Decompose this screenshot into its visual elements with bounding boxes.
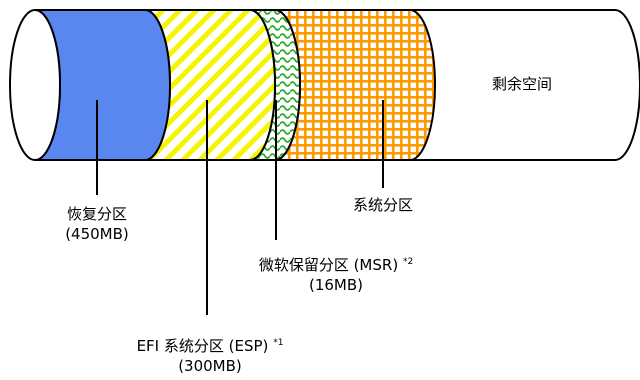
msr-size: (16MB)	[308, 276, 364, 294]
msr-name-line: 微软保留分区 (MSR) *2	[236, 255, 436, 275]
esp-note: *1	[273, 338, 284, 348]
recovery-name: 恢复分区	[66, 205, 127, 223]
esp-name-line: EFI 系统分区 (ESP) *1	[80, 336, 340, 356]
system-label: 系统分区	[333, 195, 433, 215]
system-name: 系统分区	[352, 196, 413, 214]
esp-name: EFI 系统分区 (ESP)	[136, 337, 269, 355]
free-space-label: 剩余空间	[491, 75, 552, 93]
msr-name: 微软保留分区 (MSR)	[258, 256, 399, 274]
recovery-label: 恢复分区 (450MB)	[47, 204, 147, 244]
esp-label: EFI 系统分区 (ESP) *1 (300MB)	[80, 336, 340, 376]
cylinder-front-cap	[9, 9, 61, 161]
esp-size: (300MB)	[178, 357, 242, 375]
msr-label: 微软保留分区 (MSR) *2 (16MB)	[236, 255, 436, 295]
recovery-size: (450MB)	[65, 225, 129, 243]
msr-note: *2	[402, 257, 414, 267]
